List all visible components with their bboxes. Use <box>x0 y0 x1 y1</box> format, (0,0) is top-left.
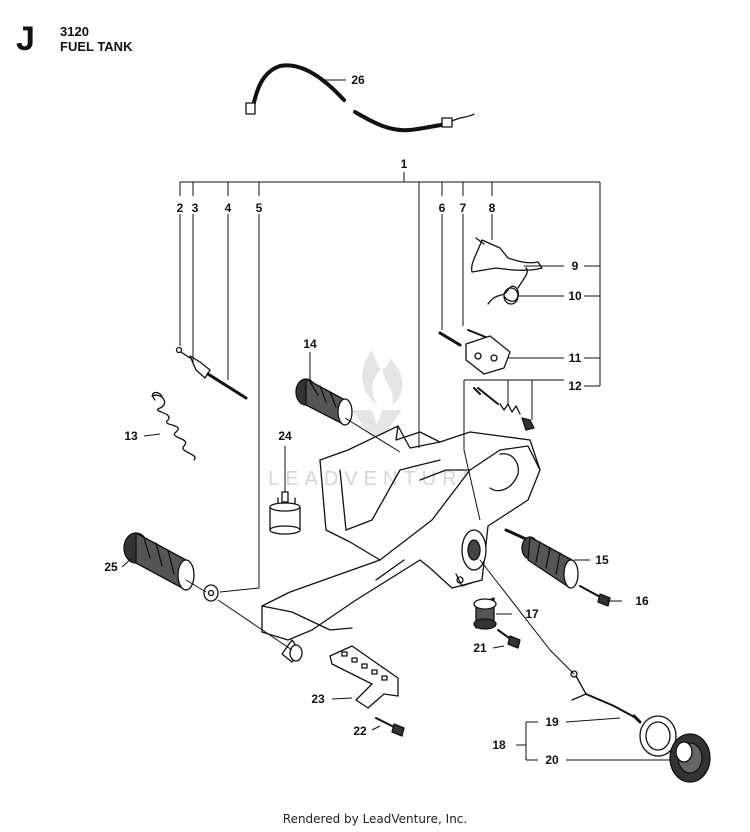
wire-19-part <box>570 670 642 724</box>
damper-part <box>269 491 301 535</box>
screw-16-part <box>579 585 611 607</box>
pin-6-part <box>438 331 462 347</box>
screw-spring-part <box>473 387 535 431</box>
callout-17: 17 <box>525 607 539 621</box>
bushing-part <box>473 597 497 630</box>
callout-8: 8 <box>489 201 496 215</box>
callout-15: 15 <box>595 553 609 567</box>
diagram-code: 3120 <box>60 24 89 39</box>
footer-credit: Rendered by LeadVenture, Inc. <box>282 812 468 826</box>
callout-14: 14 <box>303 337 317 351</box>
valve-block-part <box>465 329 511 375</box>
watermark-logo: LEADVENTURE <box>268 350 482 490</box>
leader-lines <box>121 79 670 761</box>
buffer-right-part <box>504 528 579 589</box>
callout-18: 18 <box>492 738 506 752</box>
buffer-lower-part <box>123 532 219 602</box>
callout-3: 3 <box>192 201 199 215</box>
callout-22: 22 <box>353 724 367 738</box>
bracket-part <box>329 645 399 709</box>
callout-20: 20 <box>545 753 559 767</box>
callout-labels: 1 2 3 4 5 6 7 8 9 10 11 12 13 14 15 16 1… <box>104 73 649 767</box>
callout-24: 24 <box>278 429 292 443</box>
watermark-text: LEADVENTURE <box>268 468 482 490</box>
section-letter: J <box>16 20 35 58</box>
callout-19: 19 <box>545 715 559 729</box>
fuel-filter-part <box>189 355 248 400</box>
wire-spring-part <box>487 267 528 305</box>
callout-12: 12 <box>568 379 582 393</box>
clip-part <box>470 237 543 273</box>
callout-2: 2 <box>177 201 184 215</box>
fuel-hose-part <box>245 63 475 133</box>
callout-4: 4 <box>225 201 232 215</box>
fuel-tank-body-part <box>261 425 541 663</box>
fuel-cap-part <box>639 715 711 783</box>
callout-25: 25 <box>104 560 118 574</box>
callout-16: 16 <box>635 594 649 608</box>
callout-7: 7 <box>460 201 467 215</box>
callout-5: 5 <box>256 201 263 215</box>
diagram-title: FUEL TANK <box>60 39 133 54</box>
callout-1: 1 <box>401 157 408 171</box>
callout-6: 6 <box>439 201 446 215</box>
callout-10: 10 <box>568 289 582 303</box>
callout-23: 23 <box>311 692 325 706</box>
spring-part <box>151 391 196 461</box>
screw-21-part <box>497 629 521 649</box>
callout-21: 21 <box>473 641 487 655</box>
callout-26: 26 <box>351 73 365 87</box>
callout-9: 9 <box>572 259 579 273</box>
callout-11: 11 <box>569 351 582 365</box>
pin-part <box>175 346 191 359</box>
callout-13: 13 <box>124 429 138 443</box>
screw-22-part <box>375 717 405 737</box>
buffer-upper-part <box>295 378 353 426</box>
